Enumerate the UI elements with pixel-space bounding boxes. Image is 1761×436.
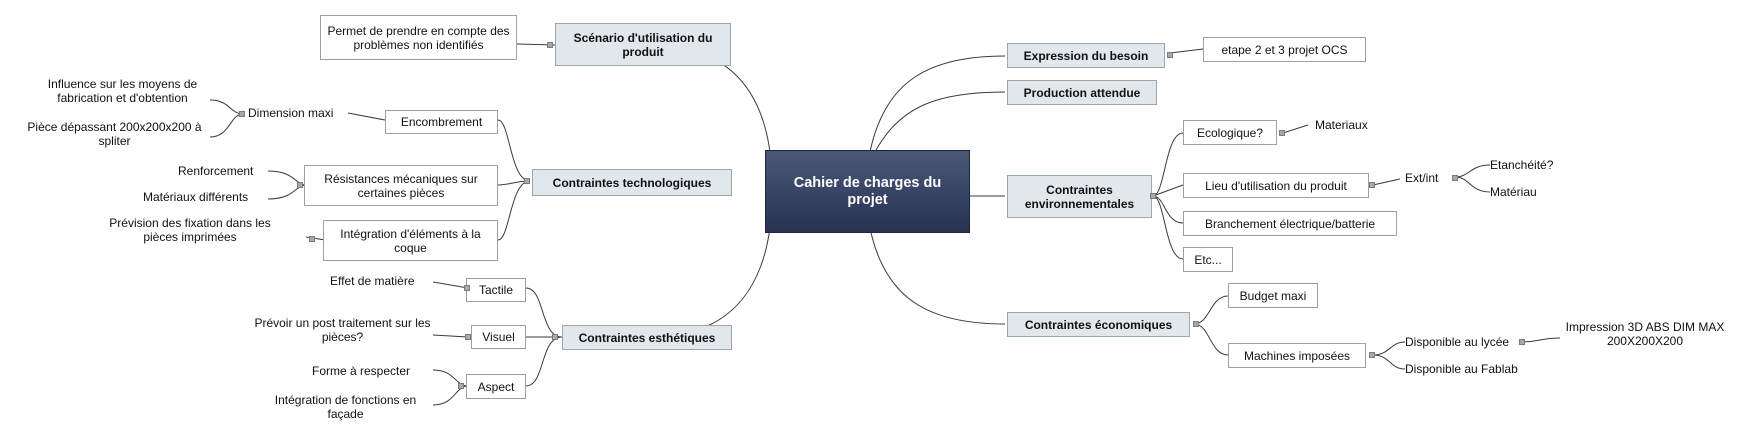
subtopic-ext-int[interactable]: Ext/int [1405,171,1439,185]
subtopic-prevision-fixation[interactable]: Prévision des fixation dans les pièces i… [109,216,271,244]
collapse-toggle-lycee[interactable] [1519,339,1525,345]
subtopic-aspect-label: Aspect [477,379,515,394]
collapse-toggle-tactile[interactable] [464,285,470,291]
topic-expression-besoin-label: Expression du besoin [1023,48,1149,63]
subtopic-machines-imposees-label: Machines imposées [1243,348,1351,363]
subtopic-scenario-note-label: Permet de prendre en compte des problème… [327,23,510,52]
subtopic-post-traitement[interactable]: Prévoir un post traitement sur les pièce… [254,316,431,344]
subtopic-etc-label: Etc... [1194,252,1222,267]
subtopic-branchement[interactable]: Branchement électrique/batterie [1183,211,1397,236]
topic-contraintes-esthetiques[interactable]: Contraintes esthétiques [562,325,732,350]
topic-contraintes-economiques-label: Contraintes économiques [1024,317,1173,332]
subtopic-tactile[interactable]: Tactile [466,278,526,302]
subtopic-budget-maxi-label: Budget maxi [1239,288,1307,303]
subtopic-resistances-label: Résistances mécaniques sur certaines piè… [324,171,478,200]
subtopic-disponible-fablab[interactable]: Disponible au Fablab [1405,362,1518,376]
topic-contraintes-technologiques-label: Contraintes technologiques [552,175,712,190]
subtopic-disponible-lycee[interactable]: Disponible au lycée [1405,335,1510,349]
topic-contraintes-economiques[interactable]: Contraintes économiques [1007,312,1190,337]
topic-contraintes-environnementales[interactable]: Contraintes environnementales [1007,175,1152,218]
collapse-toggle-ecologique[interactable] [1279,130,1285,136]
topic-contraintes-technologiques[interactable]: Contraintes technologiques [532,169,732,196]
collapse-toggle-dimension[interactable] [239,111,245,117]
central-topic-label: Cahier de charges du projet [793,174,942,208]
collapse-toggle-resistances[interactable] [297,182,303,188]
subtopic-piece-depassant[interactable]: Pièce dépassant 200x200x200 à spliter [27,120,202,148]
collapse-toggle-scenario[interactable] [547,42,553,48]
subtopic-aspect[interactable]: Aspect [466,374,526,399]
subtopic-visuel[interactable]: Visuel [471,325,526,349]
subtopic-branchement-label: Branchement électrique/batterie [1204,216,1376,231]
subtopic-etape-ocs-label: etape 2 et 3 projet OCS [1221,42,1348,57]
subtopic-lieu-utilisation[interactable]: Lieu d'utilisation du produit [1183,173,1369,198]
subtopic-forme-respecter[interactable]: Forme à respecter [312,364,411,378]
subtopic-materiau[interactable]: Matériau [1490,185,1537,199]
subtopic-ecologique-label: Ecologique? [1196,125,1264,140]
subtopic-budget-maxi[interactable]: Budget maxi [1228,283,1318,308]
subtopic-ecologique[interactable]: Ecologique? [1183,120,1277,145]
subtopic-etc[interactable]: Etc... [1183,247,1233,272]
subtopic-integration-coque-label: Intégration d'éléments à la coque [340,226,481,255]
subtopic-etancheite[interactable]: Etanchéité? [1490,158,1554,172]
subtopic-scenario-note[interactable]: Permet de prendre en compte des problème… [320,15,517,60]
topic-contraintes-esthetiques-label: Contraintes esthétiques [578,330,716,345]
subtopic-materiaux-differents[interactable]: Matériaux différents [143,190,249,204]
subtopic-renforcement[interactable]: Renforcement [178,164,254,178]
subtopic-impression-3d[interactable]: Impression 3D ABS DIM MAX 200X200X200 [1565,320,1725,348]
topic-production-attendue[interactable]: Production attendue [1007,80,1157,105]
subtopic-influence[interactable]: Influence sur les moyens de fabrication … [47,77,198,105]
topic-expression-besoin[interactable]: Expression du besoin [1007,43,1165,68]
subtopic-resistances[interactable]: Résistances mécaniques sur certaines piè… [304,165,498,206]
collapse-toggle-visuel[interactable] [465,334,471,340]
topic-scenario-label: Scénario d'utilisation du produit [573,30,713,59]
topic-production-attendue-label: Production attendue [1023,85,1141,100]
subtopic-machines-imposees[interactable]: Machines imposées [1228,343,1366,368]
topic-scenario[interactable]: Scénario d'utilisation du produit [555,23,731,66]
subtopic-tactile-label: Tactile [478,283,513,297]
collapse-toggle-integration[interactable] [309,236,315,242]
subtopic-integration-coque[interactable]: Intégration d'éléments à la coque [323,220,498,261]
subtopic-encombrement-label: Encombrement [400,115,483,129]
subtopic-dimension-maxi[interactable]: Dimension maxi [248,106,334,120]
collapse-toggle-lieu[interactable] [1369,182,1375,188]
collapse-toggle-machines[interactable] [1369,352,1375,358]
subtopic-visuel-label: Visuel [482,330,515,344]
collapse-toggle-aspect[interactable] [458,383,464,389]
collapse-toggle-environnement[interactable] [1150,193,1156,199]
central-topic[interactable]: Cahier de charges du projet [765,150,970,233]
collapse-toggle-besoin[interactable] [1167,52,1173,58]
subtopic-integration-fonctions[interactable]: Intégration de fonctions en façade [274,393,417,421]
collapse-toggle-esthetique[interactable] [552,334,558,340]
subtopic-effet-matiere[interactable]: Effet de matière [330,274,415,288]
collapse-toggle-economique[interactable] [1193,321,1199,327]
topic-contraintes-environnementales-label: Contraintes environnementales [1024,182,1135,211]
collapse-toggle-extint[interactable] [1452,175,1458,181]
collapse-toggle-techno[interactable] [524,178,530,184]
subtopic-encombrement[interactable]: Encombrement [385,110,498,134]
subtopic-materiaux[interactable]: Materiaux [1315,118,1368,132]
subtopic-etape-ocs[interactable]: etape 2 et 3 projet OCS [1203,37,1366,62]
subtopic-lieu-utilisation-label: Lieu d'utilisation du produit [1205,178,1347,193]
